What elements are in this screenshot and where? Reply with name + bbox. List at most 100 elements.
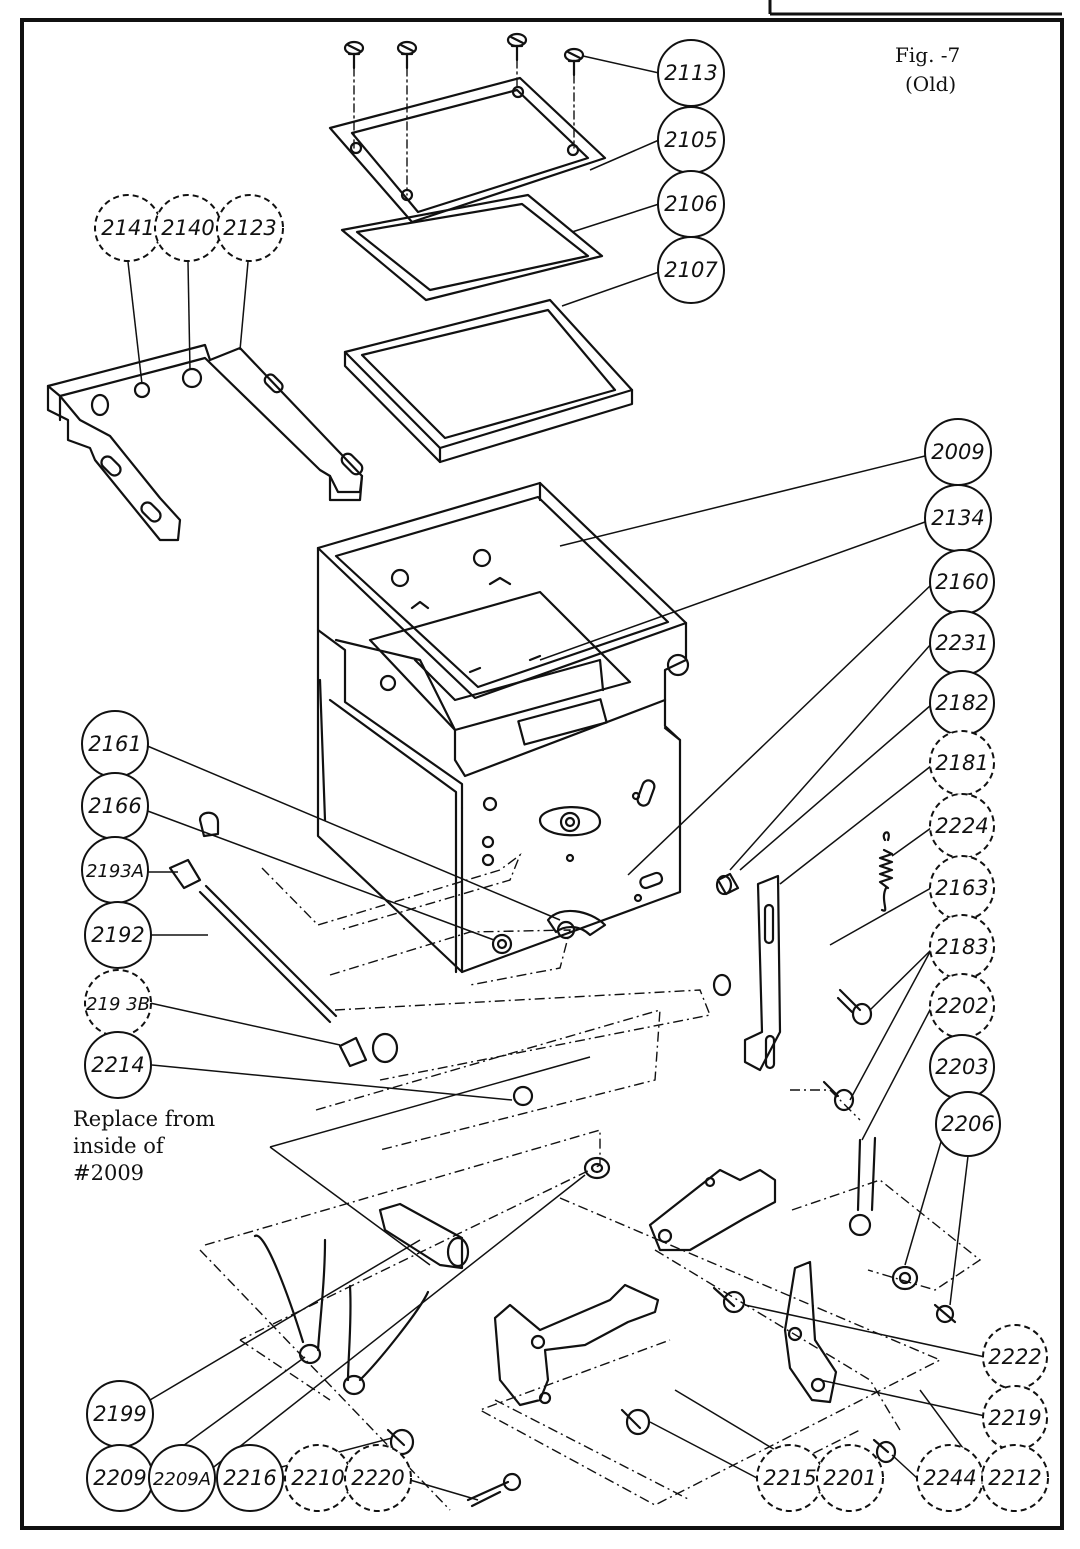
callout-2134: 2134 [924, 484, 992, 552]
cover-frame-2105 [328, 76, 607, 224]
screw-2183a [836, 988, 873, 1026]
callout-2209a: 2209A [148, 1444, 216, 1512]
bracket-2215 [493, 1283, 660, 1407]
callout-2140: 2140 [154, 194, 222, 262]
screw-3 [506, 32, 528, 62]
callout-circle [657, 236, 725, 304]
callout-2105: 2105 [657, 106, 725, 174]
callout-2219: 2219 [982, 1385, 1048, 1451]
callout-2123: 2123 [216, 194, 284, 262]
washer-2215 [583, 1156, 611, 1180]
callout-2163: 2163 [929, 855, 995, 921]
screw-2206 [933, 1303, 957, 1324]
callout-2161: 2161 [81, 710, 149, 778]
callout-circle [148, 1444, 216, 1512]
callout-label: 2206 [941, 1112, 994, 1136]
callout-label: 2141 [101, 216, 154, 240]
callout-label: 2192 [91, 923, 144, 947]
callout-label: 2209 [93, 1466, 146, 1490]
callout-2181: 2181 [929, 730, 995, 796]
callout-2216: 2216 [216, 1444, 284, 1512]
callout-label: 2203 [935, 1055, 988, 1079]
spacer-2214 [512, 1085, 534, 1107]
callout-label: 2163 [935, 876, 988, 900]
callout-label: 2212 [988, 1466, 1041, 1490]
page-frame [20, 0, 1064, 1530]
callout-label: 2113 [664, 61, 717, 85]
bracket-2123 [46, 343, 364, 542]
callout-circle [84, 901, 152, 969]
callout-2244: 2244 [916, 1444, 984, 1512]
replace-note-line-3: #2009 [73, 1161, 144, 1185]
callout-label: 2193A [86, 861, 144, 882]
callout-2203: 2203 [929, 1034, 995, 1100]
callout-circle [216, 1444, 284, 1512]
callout-2215: 2215 [756, 1444, 824, 1512]
screw-4 [563, 47, 585, 77]
screw-2244 [872, 1438, 897, 1464]
callout-circle [816, 1444, 884, 1512]
figure-title: Fig. -7 [895, 43, 960, 67]
gasket-2106 [340, 193, 604, 302]
screw-1 [343, 40, 365, 70]
callout-circle [981, 1444, 1049, 1512]
cover-screws [343, 32, 585, 77]
screw-2 [396, 40, 418, 70]
callout-label: 2231 [935, 631, 988, 655]
callout-label: 2210 [291, 1466, 344, 1490]
callout-2209: 2209 [86, 1444, 154, 1512]
replace-note-line-1: Replace from [73, 1107, 215, 1131]
callout-label: 2220 [351, 1466, 404, 1490]
callout-2182: 2182 [929, 670, 995, 736]
spacer-near-2203 [712, 973, 732, 997]
callout-2201: 2201 [816, 1444, 884, 1512]
spring-2224 [878, 831, 894, 912]
callout-label: 2183 [935, 935, 988, 959]
spring-2199 [253, 1234, 327, 1365]
lever-2219 [783, 1260, 838, 1404]
callout-2202: 2202 [929, 973, 995, 1039]
callout-label: 2222 [988, 1345, 1041, 1369]
callout-2113: 2113 [657, 39, 725, 107]
callout-2212: 2212 [981, 1444, 1049, 1512]
callout-2214: 2214 [84, 1031, 152, 1099]
callout-label: 2123 [223, 216, 276, 240]
callout-label: 2216 [223, 1466, 276, 1490]
nut-2203 [891, 1265, 919, 1291]
replace-note-line-2: inside of [73, 1134, 166, 1158]
callout-2193a: 2193A [81, 836, 149, 904]
spacer-2182 [715, 872, 740, 896]
callout-label: 219 3B [86, 994, 150, 1015]
clip-2202-pair [848, 1136, 877, 1237]
callout-label: 2215 [763, 1466, 816, 1490]
callout-label: 2219 [988, 1406, 1041, 1430]
callout-2107: 2107 [657, 236, 725, 304]
callout-circle [935, 1091, 1001, 1157]
callout-label: 2199 [93, 1402, 146, 1426]
callout-2224: 2224 [929, 793, 995, 859]
callout-label: 2134 [931, 506, 984, 530]
spring-arm-2163 [546, 909, 607, 940]
callout-label: 2202 [935, 994, 988, 1018]
callout-label: 2224 [935, 814, 988, 838]
callout-2009: 2009 [924, 418, 992, 486]
clip-2220 [466, 1472, 522, 1508]
callout-circle [216, 194, 284, 262]
callout-label: 2181 [935, 751, 988, 775]
callout-2160: 2160 [929, 549, 995, 615]
callout-label: 2009 [931, 440, 984, 464]
parts [46, 32, 957, 1508]
callout-label: 2106 [664, 192, 717, 216]
lever-2181 [743, 874, 782, 1072]
plate-2202 [648, 1168, 777, 1252]
callout-label: 2201 [823, 1466, 876, 1490]
callout-label: 2105 [664, 128, 717, 152]
screw-2201 [620, 1408, 651, 1436]
callout-label: 2182 [935, 691, 988, 715]
rod-2192 [168, 811, 399, 1068]
lever-2214-pivot [378, 1202, 470, 1270]
callout-2206: 2206 [935, 1091, 1001, 1157]
callout-label: 2209A [153, 1469, 211, 1490]
